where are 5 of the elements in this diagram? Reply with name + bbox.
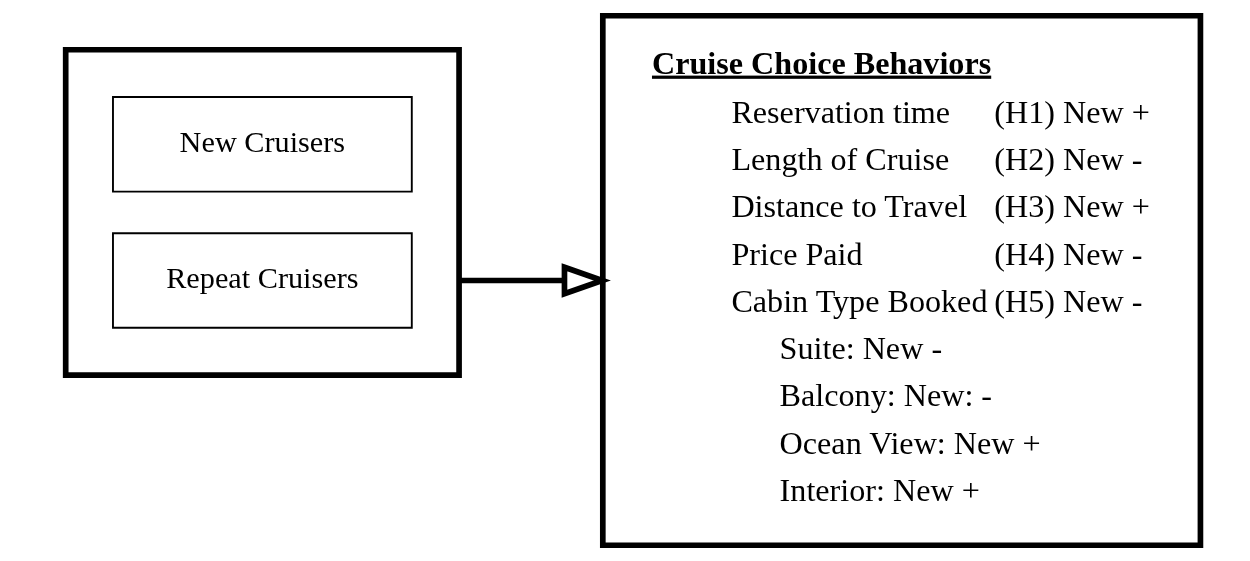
node-box: Repeat Cruisers <box>111 232 413 329</box>
node-box: Cruise Choice Behaviors Reservation time (H1) New + Length of Cruise (H2) New - Distance to Travel (H3) New + Price Paid (H4) New - Cabin Type Booked (H5) New - Suite: New - Balcony: New: - Ocean View: New + Interior: New + <box>599 12 1203 549</box>
cluster <box>62 46 462 378</box>
arrow <box>458 263 611 298</box>
node-box: New Cruisers <box>111 96 413 193</box>
